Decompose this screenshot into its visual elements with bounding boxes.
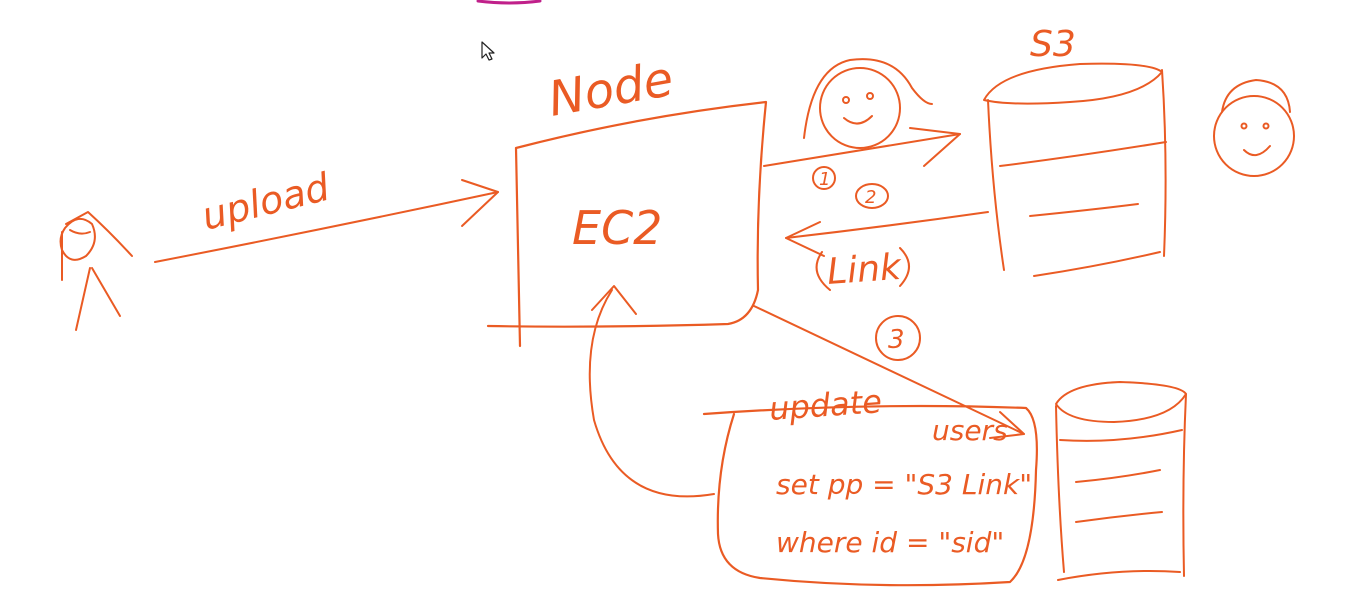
return-arrow — [588, 285, 715, 498]
step-1-label: 1 — [819, 169, 830, 190]
step-3-arrow — [753, 305, 1025, 439]
step-2-badge: 2 — [855, 183, 889, 209]
mouse-cursor-icon — [481, 41, 495, 61]
upload-label: upload — [198, 165, 335, 239]
upload-arrow — [154, 179, 499, 263]
smiley-face-icon — [1213, 79, 1295, 177]
partial-stroke-top — [476, 0, 542, 5]
s3-bucket-icon — [983, 62, 1167, 277]
ec2-label: EC2 — [572, 201, 662, 255]
sql-query-box — [702, 404, 1038, 587]
s3-label: S3 — [1030, 24, 1076, 65]
step-1-badge: 1 — [812, 166, 836, 190]
step-2-arrow — [785, 211, 989, 257]
users-label: users — [932, 414, 1008, 447]
smiley-face-icon — [803, 58, 933, 149]
step-3-label: 3 — [888, 325, 905, 355]
link-label: Link — [826, 247, 905, 293]
where-clause: where id = "sid" — [776, 526, 1004, 559]
ec2-box — [486, 100, 768, 348]
stick-figure-user-icon — [59, 211, 133, 331]
link-label-group: Link — [815, 247, 910, 293]
step-2-label: 2 — [865, 187, 876, 208]
database-cylinder-icon — [1055, 381, 1187, 581]
node-label: Node — [544, 51, 677, 128]
step-1-arrow — [763, 127, 961, 167]
step-3-badge: 3 — [875, 315, 921, 361]
set-clause: set pp = "S3 Link" — [776, 468, 1032, 501]
update-label: update — [768, 382, 883, 428]
